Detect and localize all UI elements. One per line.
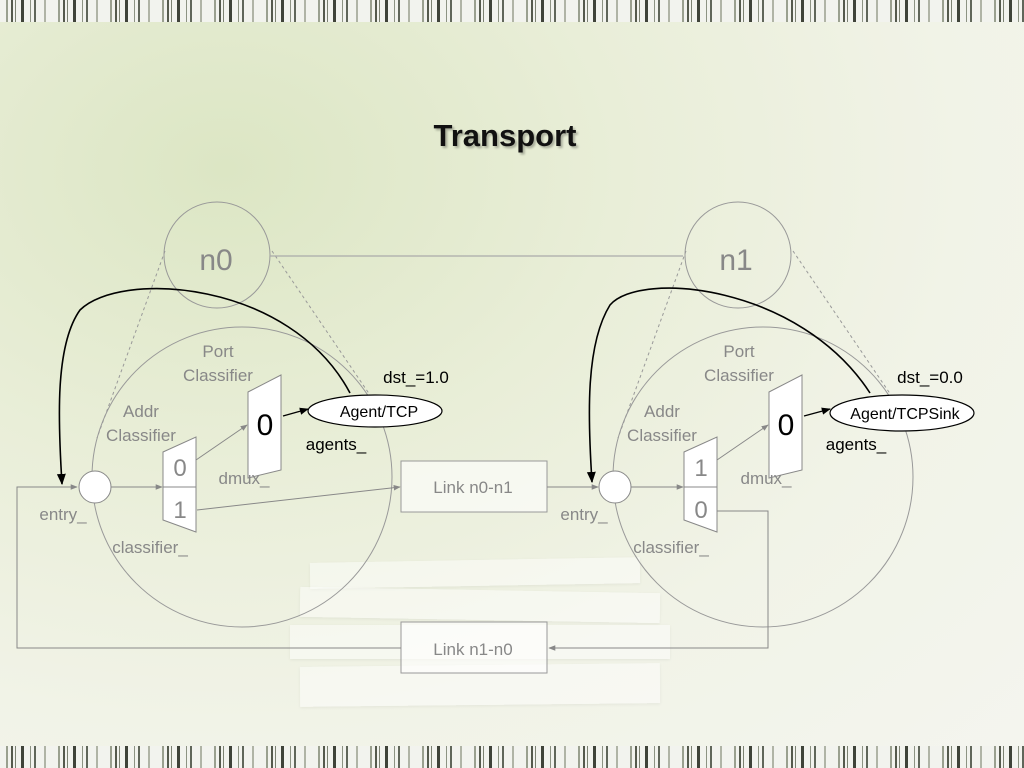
addr-slot-top: 0 xyxy=(173,455,186,482)
dmux-to-agent-arrow xyxy=(282,407,309,417)
entry-point-circle xyxy=(598,470,632,504)
addr-classifier-shape xyxy=(162,436,197,533)
node-n0: n0 Port Classifier Addr Classifier entry… xyxy=(39,201,449,628)
dmux-label: dmux_ xyxy=(218,469,270,488)
agent-to-entry-arc xyxy=(56,287,351,486)
addr-to-dmux-arrow xyxy=(195,424,248,461)
link-n0-n1-label: Link n0-n1 xyxy=(433,478,512,497)
link-n0-n1-box[interactable] xyxy=(400,460,548,513)
entry-label: entry_ xyxy=(560,505,608,524)
link-n1-n0-label: Link n1-n0 xyxy=(433,640,512,659)
addr-slot-bottom: 0 xyxy=(694,497,707,524)
slide-title: Transport xyxy=(433,118,577,153)
addr-slot-top: 1 xyxy=(694,455,707,482)
dmux-shape xyxy=(247,374,282,479)
reverse-link-to-n0-entry-arrow xyxy=(16,484,401,649)
classifier-label: classifier_ xyxy=(633,538,709,557)
port-classifier-label-line2: Classifier xyxy=(704,366,774,385)
zoom-line-right xyxy=(271,250,373,399)
dst-label: dst_=1.0 xyxy=(383,368,449,387)
dmux-to-agent-arrow xyxy=(803,407,831,417)
node-n1-label: n1 xyxy=(719,244,752,277)
addr-classifier-label-line2: Classifier xyxy=(627,426,697,445)
dmux-slot: 0 xyxy=(257,409,274,442)
link-n1-n0-box[interactable] xyxy=(400,621,548,674)
addr-slot1-to-link-arrow xyxy=(196,484,401,511)
node-n0-label: n0 xyxy=(199,244,232,277)
addr-slot-bottom: 1 xyxy=(173,497,186,524)
agent-tcpsink-ellipse[interactable] xyxy=(829,394,975,432)
addr-classifier-label-line1: Addr xyxy=(644,402,680,421)
addr-classifier-label-line1: Addr xyxy=(123,402,159,421)
port-classifier-label-line1: Port xyxy=(723,342,754,361)
agent-tcpsink-label: Agent/TCPSink xyxy=(850,406,960,423)
dst-label: dst_=0.0 xyxy=(897,368,963,387)
dmux-shape xyxy=(768,374,803,479)
entry-label: entry_ xyxy=(39,505,87,524)
agent-to-entry-arc xyxy=(586,287,871,484)
top-decorative-barcode xyxy=(0,0,1024,22)
addr-slot0-to-reverse-link-arrow xyxy=(548,510,769,651)
dmux-slot: 0 xyxy=(778,409,795,442)
dmux-label: dmux_ xyxy=(740,469,792,488)
zoom-line-right xyxy=(792,250,894,399)
addr-classifier-label-line2: Classifier xyxy=(106,426,176,445)
entry-point-circle xyxy=(78,470,112,504)
classifier-label: classifier_ xyxy=(112,538,188,557)
node-n1: n1 Port Classifier Addr Classifier entry… xyxy=(560,201,975,628)
port-classifier-label-line2: Classifier xyxy=(183,366,253,385)
agents-label: agents_ xyxy=(306,435,367,454)
agent-tcp-label: Agent/TCP xyxy=(340,404,418,421)
agents-label: agents_ xyxy=(826,435,887,454)
addr-to-dmux-arrow xyxy=(716,424,769,461)
node-n1-circle xyxy=(684,201,792,309)
port-classifier-label-line1: Port xyxy=(202,342,233,361)
bottom-decorative-barcode xyxy=(0,746,1024,768)
node-n0-circle xyxy=(163,201,271,309)
addr-classifier-shape xyxy=(683,436,718,533)
agent-tcp-ellipse[interactable] xyxy=(307,394,443,428)
